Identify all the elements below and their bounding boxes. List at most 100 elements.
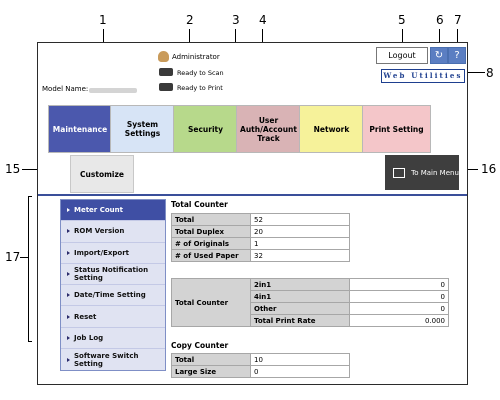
sidebar-item-label: ROM Version [74,227,125,236]
model-name-value-blurred [89,88,137,93]
print-status: Ready to Print [177,84,223,92]
sidebar-item-label: Date/Time Setting [74,291,146,300]
callout-15: 15 [5,162,21,176]
scan-status: Ready to Scan [177,69,224,77]
row-value: 0 [349,278,449,291]
row-label: Other [250,302,350,315]
callout-6: 6 [436,13,444,27]
arrow-icon [67,314,70,319]
tab-security[interactable]: Security [173,105,238,153]
sidebar-item-status-notification-setting[interactable]: Status Notification Setting [61,264,165,286]
sidebar-item-rom-version[interactable]: ROM Version [61,221,165,243]
table-row: Other 0 [172,302,449,315]
user-icon [158,51,169,62]
row-value: 52 [250,213,350,226]
sidebar-item-reset[interactable]: Reset [61,306,165,328]
row-label: Total Print Rate [250,314,350,327]
tab-print-setting[interactable]: Print Setting [362,105,431,153]
table-row: Total Print Rate 0.000 [172,314,449,327]
arrow-icon [67,293,70,298]
header-divider [38,194,467,196]
leader-line-8 [465,72,485,73]
tab-system-settings[interactable]: System Settings [110,105,175,153]
callout-8: 8 [486,66,494,80]
tab-user-auth-account-track[interactable]: User Auth/Account Track [236,105,301,153]
row-value: 1 [250,237,350,250]
row-label: # of Used Paper [171,249,251,262]
customize-button[interactable]: Customize [70,155,134,193]
callout-5: 5 [398,13,406,27]
callout-17: 17 [5,250,21,264]
sidebar-item-label: Job Log [74,333,104,342]
leader-bracket-17 [28,196,29,342]
callout-3: 3 [232,13,240,27]
sidebar-item-label: Software Switch Setting [74,351,139,368]
main-menu-icon [393,167,405,178]
callout-16: 16 [481,162,497,176]
arrow-icon [67,272,70,277]
total-counter-row-label: Total Counter [171,278,251,327]
sidebar-item-import-export[interactable]: Import/Export [61,243,165,264]
sidebar-item-date-time-setting[interactable]: Date/Time Setting [61,285,165,307]
tab-network[interactable]: Network [299,105,364,153]
leader-line-2 [189,29,190,52]
arrow-icon [67,357,70,362]
row-value: 32 [250,249,350,262]
refresh-icon[interactable]: ↻ [430,47,448,64]
row-label: Total [171,353,251,366]
callout-7: 7 [454,13,462,27]
sidebar-item-meter-count[interactable]: Meter Count [61,200,165,222]
sidebar-item-label: Reset [74,312,97,321]
printer-icon [159,83,173,91]
row-label: # of Originals [171,237,251,250]
sidebar-item-label: Import/Export [74,248,129,257]
total-counter-title: Total Counter [171,200,228,209]
logout-button[interactable]: Logout [376,47,428,64]
print-rate-table: Total Counter 2in1 0 4in1 0 Other 0 Tota… [171,278,449,327]
leader-line-5 [402,29,403,49]
callout-2: 2 [186,13,194,27]
to-main-menu-button[interactable]: To Main Menu [385,155,459,190]
callout-1: 1 [99,13,107,27]
help-icon[interactable]: ? [448,47,466,64]
row-label: Total Duplex [171,225,251,238]
sidebar-menu: Meter Count ROM Version Import/Export St… [60,199,166,372]
row-label: Total [171,213,251,226]
arrow-icon [67,208,70,213]
tab-maintenance[interactable]: Maintenance [48,105,112,153]
row-value: 0.000 [349,314,449,327]
web-utilities-button[interactable]: Web Utilities [381,69,465,83]
row-label: Large Size [171,365,251,378]
row-value: 0 [250,365,350,378]
sidebar-item-software-switch-setting[interactable]: Software Switch Setting [61,349,165,370]
leader-bracket-17-bottom [28,341,32,342]
row-value: 0 [349,290,449,303]
sidebar-item-label: Meter Count [74,206,123,215]
table-row: Total Counter 2in1 0 [171,278,449,327]
row-value: 10 [250,353,350,366]
sidebar-item-label: Status Notification Setting [74,266,149,283]
model-name-label: Model Name: [42,85,89,93]
callout-4: 4 [259,13,267,27]
leader-line-17 [20,257,29,258]
row-label: 2in1 [250,278,350,291]
leader-line-6 [439,29,440,48]
arrow-icon [67,335,70,340]
leader-bracket-17-top [28,196,32,197]
web-connection-window: Model Name: Administrator Ready to Scan … [37,42,468,385]
to-main-menu-label: To Main Menu [411,168,459,177]
leader-line-7 [457,29,458,48]
row-value: 20 [250,225,350,238]
arrow-icon [67,229,70,234]
row-value: 0 [349,302,449,315]
copy-counter-title: Copy Counter [171,341,229,350]
sidebar-item-job-log[interactable]: Job Log [61,328,165,350]
